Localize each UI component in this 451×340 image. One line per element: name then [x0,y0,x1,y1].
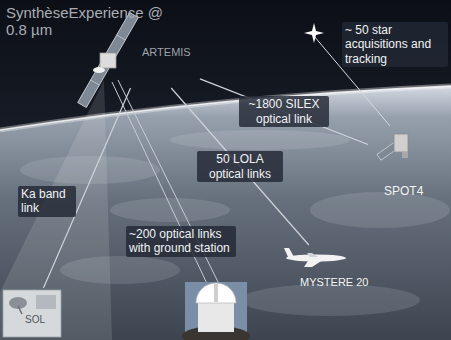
link-label: ~1800 SILEX optical link [239,96,329,127]
spot4-satellite-part [402,152,408,158]
link-annotation: Ka band link [18,186,76,217]
artemis-satellite-part-part [91,80,100,85]
mystere-aircraft [284,248,346,267]
spot4-satellite-part [394,134,408,152]
artemis-satellite-part [93,67,105,73]
sol-station-photo-part [3,290,61,337]
cloud-texture-part [170,130,350,150]
sol-station-photo-part [36,295,56,309]
horizon-line [0,86,451,130]
artemis-satellite-part [100,53,116,68]
station-name: ARTEMIS [142,46,191,59]
artemis-satellite-part [78,12,139,107]
ground-station-photo-part [196,283,236,303]
cloud-texture-part [240,284,420,316]
diagram-title: SynthèseExperience @ 0.8 µm [6,4,171,39]
ground-station-photo-part [214,284,218,302]
cloud-texture-part [110,198,230,222]
mystere-aircraft-part [304,258,326,267]
station-name: SPOT4 [384,184,423,198]
ground-link-lines [112,80,222,290]
optical-link-line [200,79,368,145]
spot4-satellite [377,134,408,160]
ka-band-beam [0,80,112,340]
sol-station-photo [3,290,61,337]
ground-station-photo [182,282,250,340]
artemis-satellite-part-part [78,12,139,107]
station-name: SOL [25,314,45,326]
link-annotation: ~200 optical links with ground station [126,226,236,257]
mystere-aircraft-part [307,253,318,257]
ground-station-photo-part [198,302,234,332]
horizon-glow [0,86,451,130]
artemis-satellite [78,12,139,107]
artemis-satellite-part-part [117,35,126,40]
station-node: SPOT4 [368,116,442,202]
ground-link-lines-part [118,80,222,290]
star-symbol [304,23,324,43]
ground-link-lines-part [112,82,210,290]
station-name: MYSTERE 20 [300,276,368,289]
mystere-aircraft-part [284,248,294,257]
link-label: 50 LOLA optical links [197,151,283,182]
station-node: SOL [4,288,62,336]
cloud-texture-part [310,192,450,228]
station-node: ARTEMIS [88,26,200,88]
station-node: MYSTERE 20 [280,245,378,291]
sol-station-photo-part [18,306,22,314]
star-symbol-part [304,23,324,43]
link-annotation: ~ 50 star acquisitions and tracking [342,22,448,67]
